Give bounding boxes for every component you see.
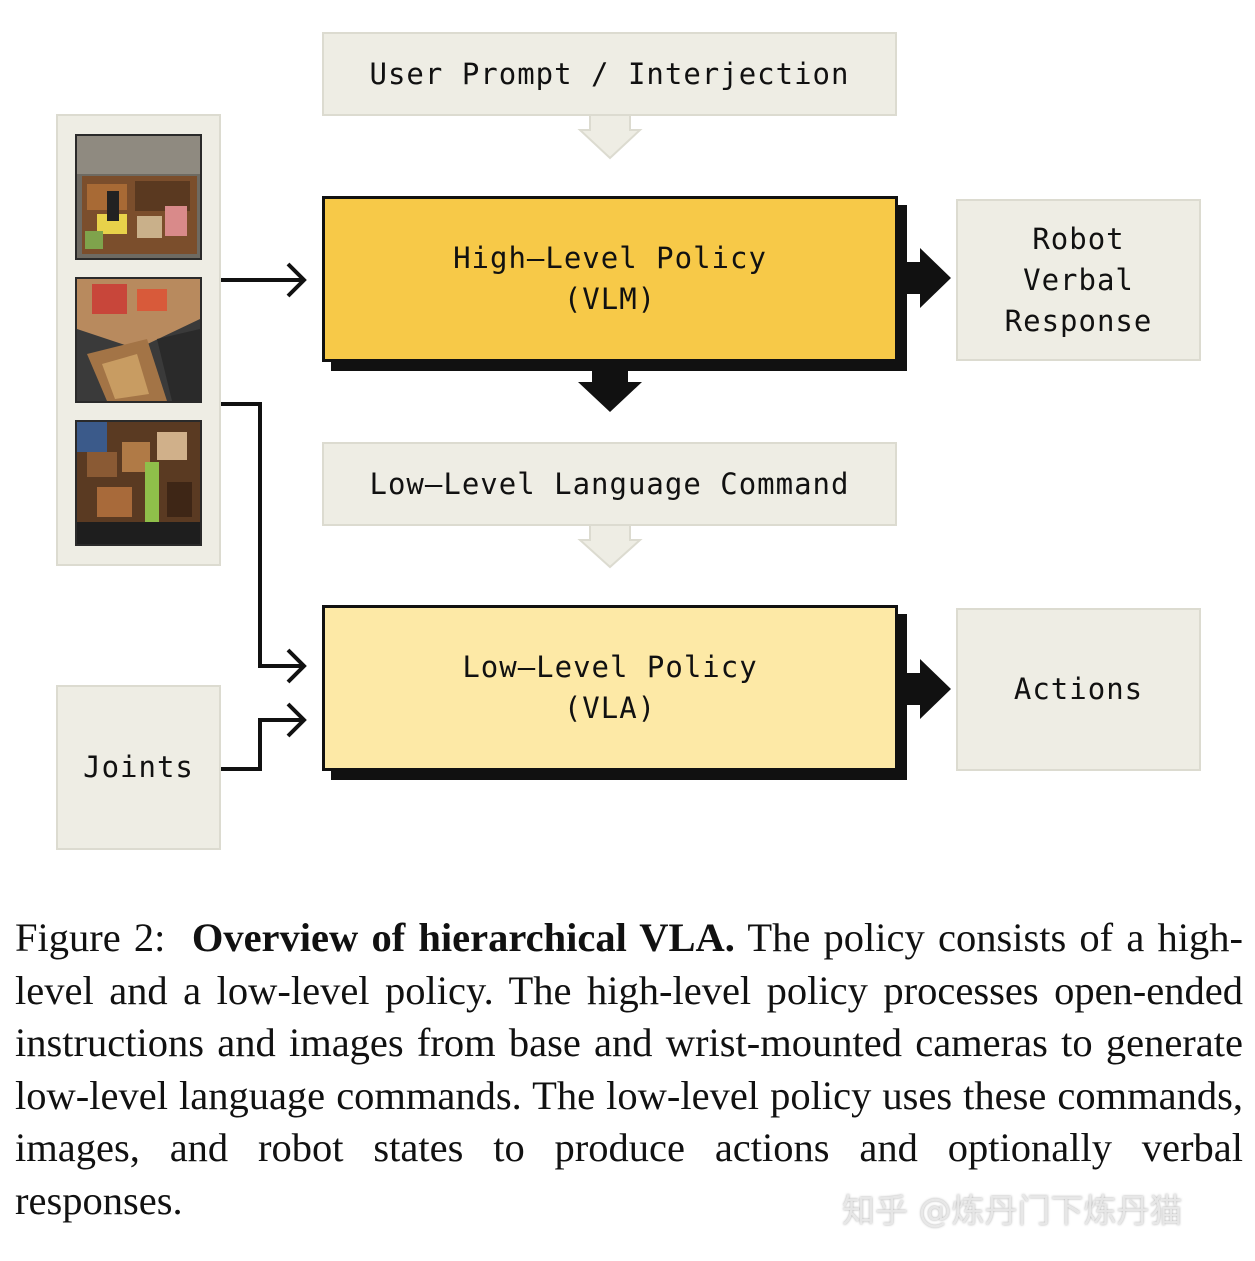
joints-box: Joints: [56, 685, 221, 850]
low-level-policy-box: Low–Level Policy (VLA): [322, 605, 898, 771]
joints-label: Joints: [83, 750, 194, 784]
user-prompt-box: User Prompt / Interjection: [322, 32, 897, 116]
robot-response-box: Robot Verbal Response: [956, 199, 1201, 361]
base-camera-image: [75, 134, 202, 260]
user-prompt-label: User Prompt / Interjection: [369, 56, 850, 91]
watermark: 知乎 @炼丹门下炼丹猫: [842, 1191, 1183, 1230]
robot-response-line2: Verbal: [1023, 262, 1134, 297]
high-level-policy-box: High–Level Policy (VLM): [322, 196, 898, 362]
high-level-policy-title: High–Level Policy: [453, 241, 767, 275]
actions-box: Actions: [956, 608, 1201, 771]
diagram-connectors: [221, 114, 951, 771]
images-to-low-arrow: [221, 402, 307, 684]
figure-caption: Figure 2: Overview of hierarchical VLA. …: [15, 912, 1243, 1227]
base-camera-photo-icon: [77, 136, 200, 258]
actions-label: Actions: [1013, 672, 1144, 706]
figure-caption-text: The policy consists of a high-level and …: [15, 915, 1243, 1223]
wrist-camera-image-2: [75, 420, 202, 546]
high-to-response-arrow: [903, 248, 951, 308]
robot-response-line3: Response: [1004, 303, 1153, 338]
command-down-arrow: [577, 524, 643, 569]
low-level-command-label: Low–Level Language Command: [369, 466, 850, 501]
robot-response-line1: Robot: [1032, 221, 1125, 256]
images-to-high-arrow: [221, 262, 307, 298]
prompt-down-arrow: [577, 114, 643, 160]
low-level-command-box: Low–Level Language Command: [322, 442, 897, 526]
low-to-actions-arrow: [903, 659, 951, 719]
high-to-command-arrow: [578, 365, 642, 412]
wrist-camera-image-1: [75, 277, 202, 403]
wrist-camera-photo-2-icon: [77, 422, 200, 544]
joints-to-low-arrow: [221, 702, 307, 771]
figure-title: Overview of hierarchical VLA.: [191, 915, 735, 960]
figure-label: Figure 2:: [15, 915, 166, 960]
high-level-policy-subtitle: (VLM): [563, 282, 657, 316]
low-level-policy-title: Low–Level Policy: [462, 650, 758, 684]
low-level-policy-subtitle: (VLA): [563, 691, 657, 725]
wrist-camera-photo-1-icon: [77, 279, 200, 401]
